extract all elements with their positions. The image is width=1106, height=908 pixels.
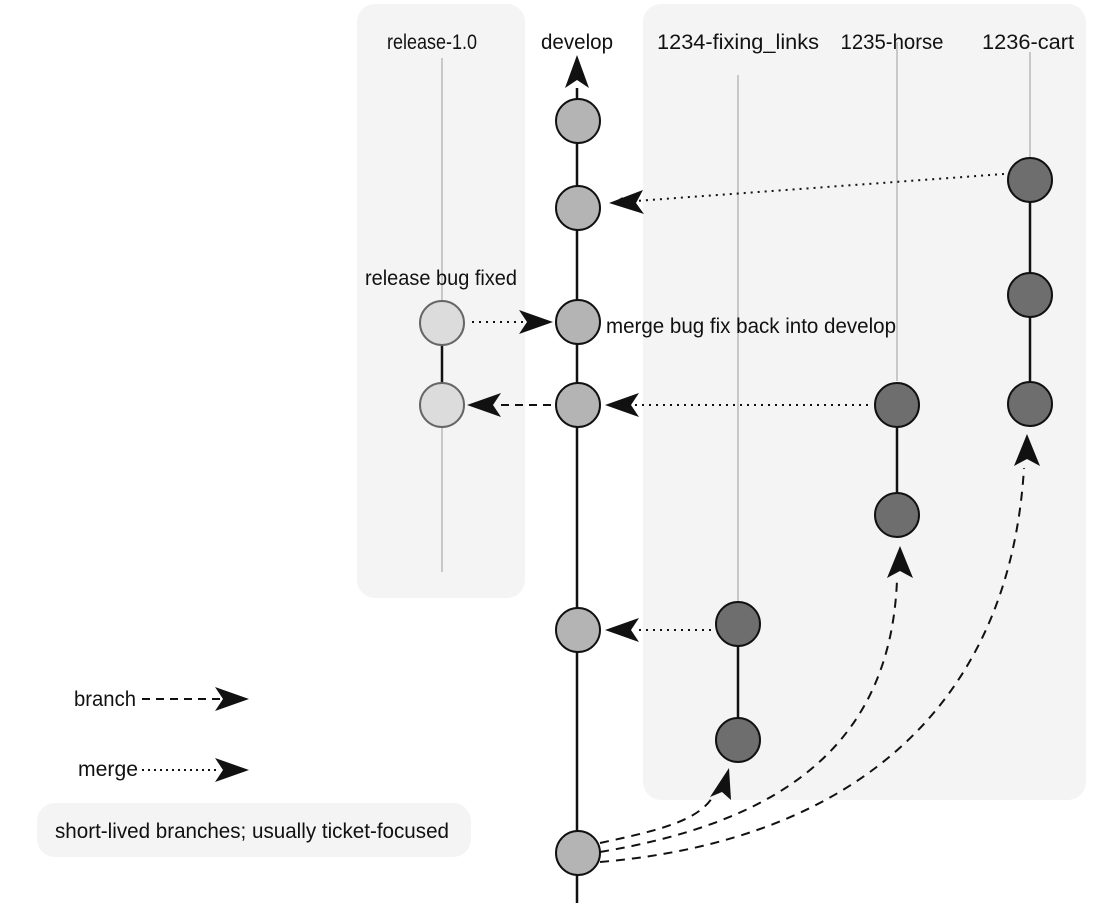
release-commit [419, 382, 465, 428]
ticket3-commit [1007, 272, 1053, 318]
merge-arrow-ticket1-head [605, 618, 639, 642]
branch-arrow-release-head [467, 393, 501, 417]
branch-curve-ticket2 [599, 579, 898, 853]
develop-arrow-head [565, 55, 589, 88]
merge-back-label: merge bug fix back into develop [606, 315, 896, 338]
develop-commit [555, 185, 601, 231]
develop-commit [555, 607, 601, 653]
ticket2-commit [874, 492, 920, 538]
ticket1-branch-label: 1234-fixing_links [657, 31, 819, 54]
legend-merge-label: merge [78, 758, 138, 781]
branch-curve-ticket3-head [1014, 434, 1040, 466]
merge-arrow-ticket2-head [605, 393, 639, 417]
legend-branch-label: branch [74, 688, 136, 711]
release-branch-label: release-1.0 [387, 31, 477, 54]
release-fix-label: release bug fixed [365, 267, 517, 290]
develop-commit [555, 830, 601, 876]
ticket3-commit [1007, 157, 1053, 203]
branch-curve-ticket3 [599, 467, 1025, 863]
ticket2-branch-label: 1235-horse [841, 31, 944, 54]
legend-merge-arrow-head [215, 758, 249, 782]
ticket1-commit [715, 601, 761, 647]
legend-panel [37, 803, 471, 857]
branch-curve-ticket2-head [887, 546, 913, 578]
merge-arrow-ticket3-head [609, 190, 644, 214]
ticket3-branch-label: 1236-cart [982, 31, 1074, 54]
branch-curve-ticket1-head [710, 768, 731, 800]
develop-commit [555, 382, 601, 428]
branch-curve-ticket1 [599, 789, 717, 844]
legend-branch-arrow-head [215, 687, 249, 711]
ticket2-commit [874, 382, 920, 428]
ticket1-commit [715, 717, 761, 763]
ticket3-commit [1007, 381, 1053, 427]
merge-arrow-ticket3 [613, 173, 1005, 207]
develop-commit [555, 299, 601, 345]
develop-branch-label: develop [541, 31, 613, 54]
develop-commit [555, 98, 601, 144]
merge-arrow-release-head [519, 310, 553, 334]
short-lived-note: short-lived branches; usually ticket-foc… [55, 820, 449, 843]
release-commit [419, 300, 465, 346]
feature-panel [643, 4, 1086, 800]
